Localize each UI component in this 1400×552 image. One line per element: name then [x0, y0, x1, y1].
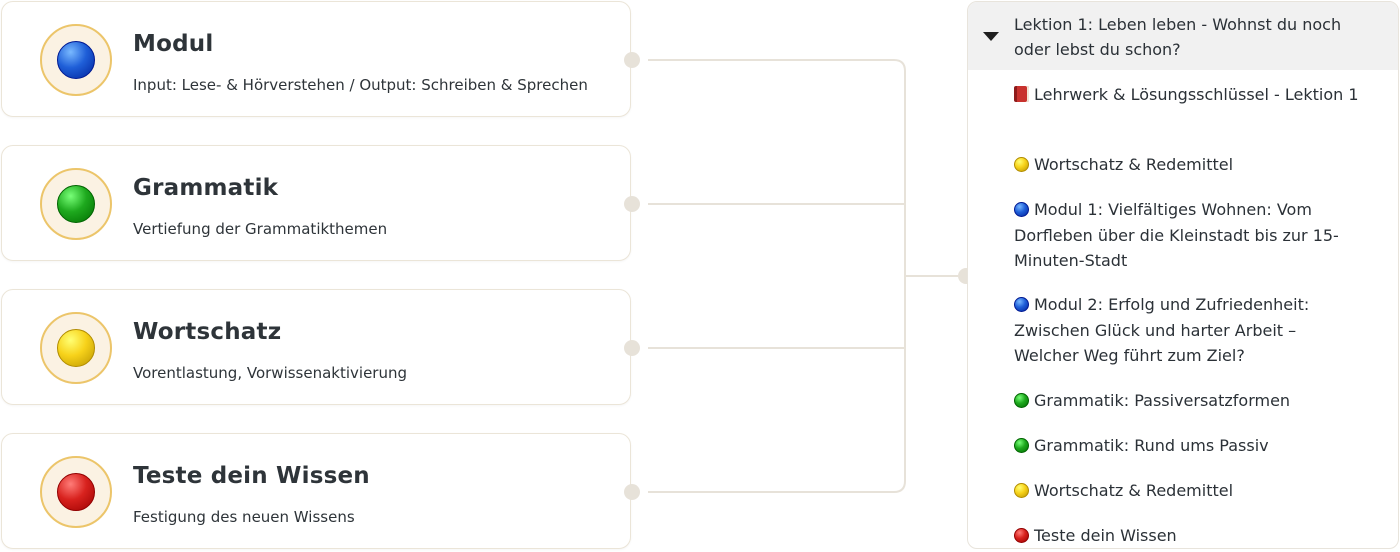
lesson-item-text: Wortschatz & Redemittel: [1034, 155, 1234, 174]
card-modul[interactable]: Modul Input: Lese- & Hörverstehen / Outp…: [1, 1, 631, 117]
lesson-item[interactable]: Grammatik: Rund ums Passiv: [1014, 433, 1364, 459]
yellow-circle-icon: [1014, 157, 1029, 172]
connector-dot: [624, 484, 640, 500]
lesson-item-text: Teste dein Wissen: [1034, 526, 1177, 545]
blue-circle-icon: [1014, 297, 1029, 312]
lesson-item-text: Grammatik: Passiversatzformen: [1034, 391, 1291, 410]
badge: [40, 24, 112, 96]
red-circle-icon: [1014, 528, 1029, 543]
lesson-panel: Lektion 1: Leben leben - Wohnst du noch …: [967, 1, 1399, 549]
green-circle-icon: [1014, 438, 1029, 453]
card-title: Teste dein Wissen: [133, 463, 370, 489]
connector-dot: [624, 52, 640, 68]
lesson-item[interactable]: Grammatik: Passiversatzformen: [1014, 388, 1364, 414]
book-icon: [1014, 86, 1029, 102]
card-grammatik[interactable]: Grammatik Vertiefung der Grammatikthemen: [1, 145, 631, 261]
card-title: Grammatik: [133, 175, 279, 201]
lesson-header[interactable]: Lektion 1: Leben leben - Wohnst du noch …: [968, 2, 1398, 70]
caret-down-icon[interactable]: [983, 32, 999, 41]
blue-circle-icon: [57, 41, 95, 79]
lesson-item-text: Wortschatz & Redemittel: [1034, 481, 1234, 500]
card-description: Vorentlastung, Vorwissenaktivierung: [133, 364, 407, 382]
badge: [40, 168, 112, 240]
card-description: Vertiefung der Grammatikthemen: [133, 220, 388, 238]
card-title: Modul: [133, 31, 214, 57]
lesson-item[interactable]: Wortschatz & Redemittel: [1014, 152, 1364, 178]
badge: [40, 312, 112, 384]
yellow-circle-icon: [57, 329, 95, 367]
badge: [40, 456, 112, 528]
card-description: Festigung des neuen Wissens: [133, 508, 355, 526]
lesson-item-text: Modul 1: Vielfältiges Wohnen: Vom Dorfle…: [1014, 200, 1339, 270]
green-circle-icon: [57, 185, 95, 223]
red-circle-icon: [57, 473, 95, 511]
lesson-item[interactable]: Modul 1: Vielfältiges Wohnen: Vom Dorfle…: [1014, 197, 1364, 274]
connector-dot: [624, 196, 640, 212]
card-title: Wortschatz: [133, 319, 282, 345]
connector-dot: [624, 340, 640, 356]
yellow-circle-icon: [1014, 483, 1029, 498]
lesson-item-text: Modul 2: Erfolg und Zufriedenheit: Zwisc…: [1014, 295, 1310, 365]
lesson-item[interactable]: Modul 2: Erfolg und Zufriedenheit: Zwisc…: [1014, 292, 1364, 369]
card-teste-dein-wissen[interactable]: Teste dein Wissen Festigung des neuen Wi…: [1, 433, 631, 549]
lesson-item[interactable]: Wortschatz & Redemittel: [1014, 478, 1364, 504]
lesson-title: Lektion 1: Leben leben - Wohnst du noch …: [1014, 15, 1342, 59]
lesson-item-text: Grammatik: Rund ums Passiv: [1034, 436, 1269, 455]
lesson-item-text: Lehrwerk & Lösungsschlüssel - Lektion 1: [1034, 85, 1359, 104]
connector-line-teste: [648, 276, 906, 493]
card-wortschatz[interactable]: Wortschatz Vorentlastung, Vorwissenaktiv…: [1, 289, 631, 405]
lesson-item[interactable]: Teste dein Wissen: [1014, 523, 1364, 548]
card-description: Input: Lese- & Hörverstehen / Output: Sc…: [133, 76, 588, 94]
connector-line-modul: [648, 59, 906, 276]
blue-circle-icon: [1014, 202, 1029, 217]
lesson-item[interactable]: Lehrwerk & Lösungsschlüssel - Lektion 1: [1014, 82, 1364, 108]
green-circle-icon: [1014, 393, 1029, 408]
